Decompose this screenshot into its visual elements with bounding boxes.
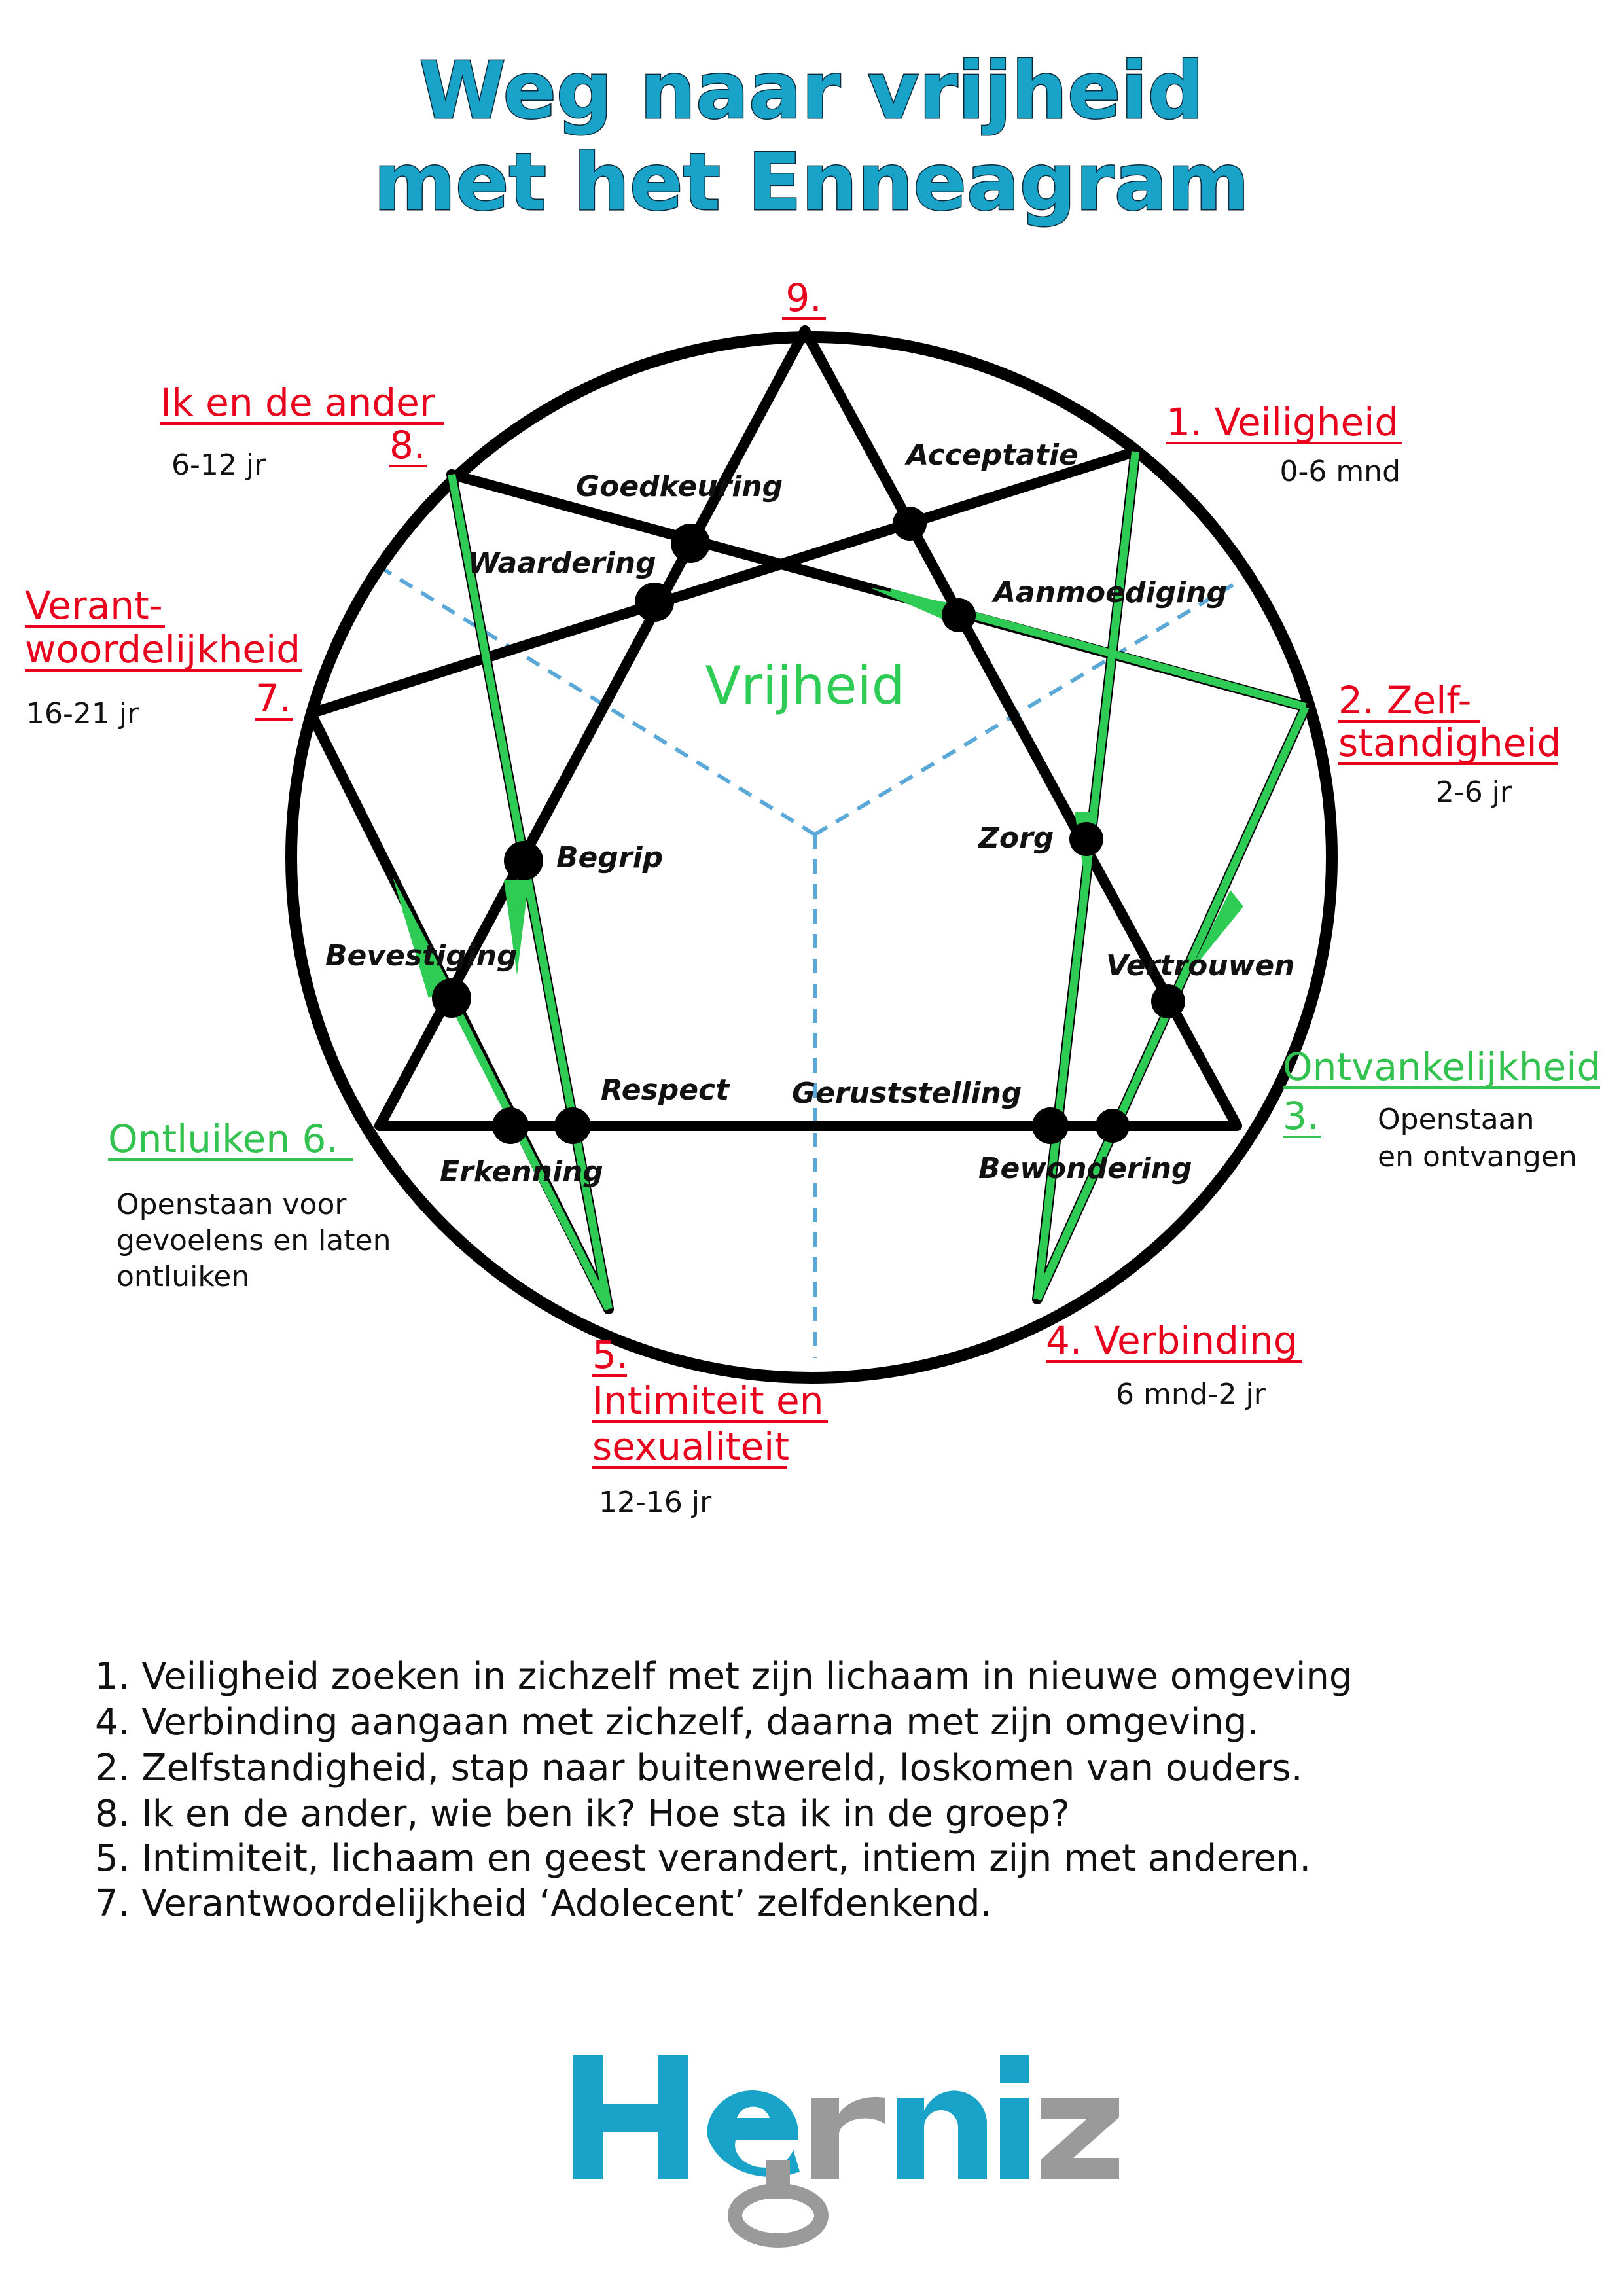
point-6-label: Ontluiken 6. [108, 1117, 338, 1161]
dot-acceptatie [893, 507, 927, 541]
point-4-age: 6 mnd-2 jr [1116, 1378, 1266, 1411]
dot-aanmoediging [942, 598, 976, 632]
point-2-label-b: standigheid [1338, 721, 1561, 765]
node-label-bewondering: Bewondering [978, 1152, 1192, 1185]
node-label-bevestiging: Bevestiging [325, 939, 518, 973]
note-item: 5. Intimiteit, lichaam en geest verander… [95, 1837, 1311, 1880]
note-item: 2. Zelfstandigheid, stap naar buitenwere… [95, 1747, 1303, 1789]
point-8-age: 6-12 jr [171, 448, 266, 482]
point-5-age: 12-16 jr [599, 1486, 712, 1519]
point-1-age: 0-6 mnd [1279, 455, 1400, 488]
point-3: Ontvankelijkheid 3. Openstaan en ontvang… [1283, 1045, 1601, 1174]
point-5-label-c: sexualiteit [592, 1424, 789, 1469]
point-6-desc-3: ontluiken [116, 1260, 249, 1293]
logo-letter-n [897, 2090, 988, 2179]
dot-bewondering [1096, 1109, 1130, 1143]
center-label: Vrijheid [705, 655, 905, 716]
node-label-zorg: Zorg [977, 821, 1054, 855]
point-7: Verant- woordelijkheid 7. 16-21 jr [25, 583, 302, 730]
point-7-age: 16-21 jr [26, 697, 139, 730]
point-1-label: 1. Veiligheid [1166, 400, 1399, 444]
logo-letter-z [1041, 2098, 1119, 2179]
node-label-aanmoediging: Aanmoediging [991, 576, 1227, 609]
dot-goedkeuring [671, 524, 710, 563]
node-label-erkenning: Erkenning [440, 1155, 603, 1189]
point-5-label-a: 5. [592, 1333, 628, 1377]
dot-erkenning [492, 1107, 529, 1144]
point-4-label: 4. Verbinding [1046, 1318, 1298, 1363]
point-5-label-b: Intimiteit en [592, 1378, 824, 1423]
node-label-geruststelling: Geruststelling [792, 1077, 1022, 1110]
dashed-sector-lines [372, 561, 1238, 1358]
point-7-label-b: woordelijkheid [25, 627, 300, 672]
dot-zorg [1069, 822, 1103, 856]
point-2-label-a: 2. Zelf- [1338, 678, 1471, 723]
dot-geruststelling [1032, 1107, 1069, 1144]
point-8-label-a: Ik en de ander [160, 380, 435, 425]
arrow-toward-8-icon [870, 588, 962, 622]
line-1-7 [306, 446, 1141, 719]
node-label-waardering: Waardering [468, 547, 656, 580]
node-dots [432, 507, 1185, 1144]
note-item: 1. Veiligheid zoeken in zichzelf met zij… [95, 1655, 1352, 1698]
point-2: 2. Zelf- standigheid 2-6 jr [1338, 678, 1561, 809]
dashed-line-right [813, 581, 1238, 836]
dot-begrip [504, 841, 543, 880]
point-8: Ik en de ander 8. 6-12 jr [160, 380, 444, 482]
green-line-8-5 [448, 473, 613, 1310]
point-6-desc-2: gevoelens en laten [116, 1224, 391, 1257]
logo-text: Herniz [801, 2259, 822, 2267]
point-9: 9. [782, 276, 826, 320]
point-7-label-c: 7. [255, 676, 291, 721]
node-label-begrip: Begrip [556, 841, 663, 874]
logo-ring [728, 2160, 829, 2248]
point-1: 1. Veiligheid 0-6 mnd [1166, 400, 1402, 488]
arrow-toward-2-icon [1188, 890, 1243, 975]
arrow-toward-5-icon [504, 880, 529, 975]
herniz-logo: Herniz [573, 2055, 1119, 2267]
node-label-acceptatie: Acceptatie [904, 439, 1079, 472]
logo-letter-h [573, 2055, 688, 2179]
point-9-label: 9. [785, 276, 821, 320]
logo-letter-i [1000, 2055, 1029, 2179]
point-3-label-b: 3. [1283, 1094, 1319, 1138]
arrow-toward-7-icon [393, 877, 452, 998]
note-item: 8. Ik en de ander, wie ben ik? Hoe sta i… [95, 1793, 1070, 1835]
title-line-1: Weg naar vrijheid [419, 46, 1204, 137]
point-3-label-a: Ontvankelijkheid [1283, 1045, 1601, 1089]
point-6: Ontluiken 6. Openstaan voor gevoelens en… [108, 1117, 391, 1293]
node-label-respect: Respect [601, 1073, 730, 1107]
point-8-label-b: 8. [389, 423, 425, 467]
node-label-vertrouwen: Vertrouwen [1106, 949, 1295, 982]
dot-respect [554, 1107, 591, 1144]
note-item: 4. Verbinding aangaan met zichzelf, daar… [95, 1701, 1258, 1744]
point-4: 4. Verbinding 6 mnd-2 jr [1046, 1318, 1302, 1411]
point-7-label-a: Verant- [25, 583, 163, 628]
point-5: 5. Intimiteit en sexualiteit 12-16 jr [592, 1333, 828, 1519]
dot-vertrouwen [1151, 984, 1185, 1018]
logo-letter-r [812, 2096, 885, 2179]
node-label-goedkeuring: Goedkeuring [576, 470, 783, 503]
notes-list: 1. Veiligheid zoeken in zichzelf met zij… [95, 1655, 1352, 1925]
point-2-age: 2-6 jr [1436, 776, 1512, 809]
title-line-2: met het Enneagram [374, 137, 1249, 228]
enneagram-circle [285, 331, 1338, 1384]
logo-letter-e [707, 2090, 800, 2177]
dot-waardering [635, 583, 674, 622]
point-6-desc-1: Openstaan voor [116, 1188, 347, 1221]
point-3-desc-1: Openstaan [1378, 1103, 1535, 1136]
dashed-line-left [372, 561, 816, 836]
note-item: 7. Verantwoordelijkheid ‘Adolecent’ zelf… [95, 1882, 991, 1925]
dot-bevestiging [432, 978, 471, 1018]
point-3-desc-2: en ontvangen [1378, 1140, 1577, 1174]
